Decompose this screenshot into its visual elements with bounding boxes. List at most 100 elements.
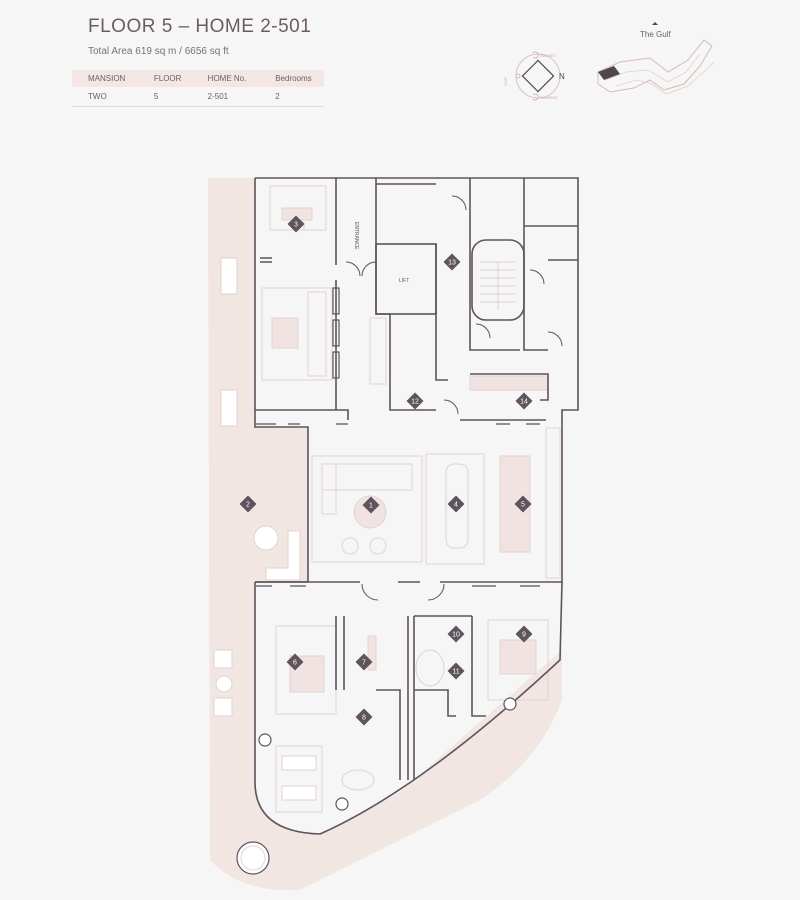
terrace-table <box>253 525 279 551</box>
room-markers: 1 2 3 4 5 6 7 8 9 10 11 12 13 14 <box>239 215 533 726</box>
wall-bath2 <box>414 689 456 717</box>
lounge-sofa-2 <box>369 317 387 385</box>
terrace-lounger-1 <box>220 257 238 295</box>
compass-top-label: SUNSET <box>540 53 557 58</box>
kitchen-counter <box>545 427 561 579</box>
doors <box>345 195 563 601</box>
svg-text:12: 12 <box>411 399 419 406</box>
svg-text:11: 11 <box>452 669 459 676</box>
gulf-label: The Gulf <box>640 30 671 39</box>
svg-text:13: 13 <box>448 260 456 267</box>
column-3 <box>503 697 517 711</box>
window-ticks <box>256 287 540 587</box>
info-header-row: MANSION FLOOR HOME No. Bedrooms <box>72 70 324 87</box>
west-symbol <box>515 73 521 79</box>
sunset-symbol <box>532 51 539 59</box>
room-marker-3: 3 <box>287 215 305 233</box>
terrace-stool <box>215 675 233 693</box>
sunrise-symbol <box>532 93 539 101</box>
living-sofa-arm <box>321 463 337 515</box>
kitchen-door-icon <box>443 399 459 415</box>
wall-stub <box>260 257 272 263</box>
column-1 <box>258 733 272 747</box>
stair-treads <box>480 261 516 310</box>
svg-text:6: 6 <box>293 660 297 667</box>
room-marker-11: 11 <box>447 662 465 680</box>
wall-lift-lobby <box>375 178 436 411</box>
col-mansion: MANSION <box>72 70 138 87</box>
compass-diamond <box>521 59 555 93</box>
room-marker-6: 6 <box>286 653 304 671</box>
total-area: Total Area 619 sq m / 6656 sq ft <box>88 46 229 57</box>
room-marker-10: 10 <box>447 625 465 643</box>
key-plan: The Gulf <box>597 22 715 95</box>
living-rug <box>311 455 423 563</box>
room-marker-1: 1 <box>362 496 380 514</box>
wall-outer-south <box>254 581 563 835</box>
svg-text:2: 2 <box>246 502 250 509</box>
svg-text:4: 4 <box>454 502 458 509</box>
page-title: FLOOR 5 – HOME 2-501 <box>88 16 312 37</box>
living-armchair-1 <box>341 537 359 555</box>
terrace-round-inner <box>240 845 266 871</box>
dressing-bench <box>367 635 377 671</box>
window-lounge-3 <box>332 351 340 379</box>
svg-text:5: 5 <box>521 502 525 509</box>
stair-door-icon <box>451 195 467 211</box>
terrace-area <box>208 178 562 891</box>
gulf-marker-icon <box>652 22 658 25</box>
room-marker-2: 2 <box>239 495 257 513</box>
col-bedrooms: Bedrooms <box>259 70 324 87</box>
dining-table <box>445 463 469 549</box>
wall-stair-west <box>469 178 520 351</box>
bedroom2-rug <box>487 619 549 701</box>
columns <box>258 697 517 811</box>
master-bathtub <box>341 769 375 791</box>
home-no-value: 2-501 <box>191 87 260 107</box>
svg-text:9: 9 <box>522 632 526 639</box>
lift-label: LIFT <box>399 278 409 284</box>
wall-master-bath <box>376 689 401 780</box>
terrace-chair-1 <box>213 649 233 669</box>
room-marker-7: 7 <box>355 653 373 671</box>
bath2-tub <box>415 649 445 687</box>
terrace-chair-2 <box>213 697 233 717</box>
bath-lounger-2 <box>281 785 317 801</box>
svg-text:3: 3 <box>294 222 298 229</box>
wall-master-closet <box>335 616 345 690</box>
keyplan-highlight <box>598 66 620 80</box>
keyplan-inner-line <box>605 53 701 83</box>
col-floor: FLOOR <box>137 70 192 87</box>
svg-text:14: 14 <box>520 399 528 406</box>
compass: N SUNSET SUNRISE ONE <box>503 51 565 101</box>
mansion-value: TWO <box>72 87 138 107</box>
column-2 <box>335 797 349 811</box>
terrace-round-table <box>236 841 270 875</box>
room-marker-14: 14 <box>515 392 533 410</box>
compass-left-label: ONE <box>503 77 508 86</box>
wall-bedroom2-west <box>471 616 486 717</box>
compass-bottom-label: SUNRISE <box>540 95 558 100</box>
room-marker-12: 12 <box>406 392 424 410</box>
master-bath-rug <box>275 745 323 813</box>
lounge-sofa <box>307 291 327 377</box>
floor-value: 5 <box>137 87 192 107</box>
service-door-2-icon <box>547 331 563 347</box>
wall-pantry <box>470 373 549 401</box>
compass-north-label: N <box>559 72 565 81</box>
room-marker-5: 5 <box>514 495 532 513</box>
bath-lounger-1 <box>281 755 317 771</box>
terrace-sofa <box>265 530 301 581</box>
corridor-door-1-icon <box>361 583 379 601</box>
stair-lobby-door-icon <box>475 323 491 339</box>
col-home-no: HOME No. <box>191 70 260 87</box>
bedroom2-bed <box>499 639 537 675</box>
terrace-lounger-2 <box>220 389 238 427</box>
lounge-rug <box>261 287 333 381</box>
room-marker-13: 13 <box>443 253 461 271</box>
home-info-table: MANSION FLOOR HOME No. Bedrooms TWO 5 2-… <box>72 70 324 107</box>
svg-text:10: 10 <box>452 632 460 639</box>
svg-text:8: 8 <box>362 715 366 722</box>
pantry-counter <box>469 375 549 391</box>
wall-central-divider <box>407 616 415 780</box>
